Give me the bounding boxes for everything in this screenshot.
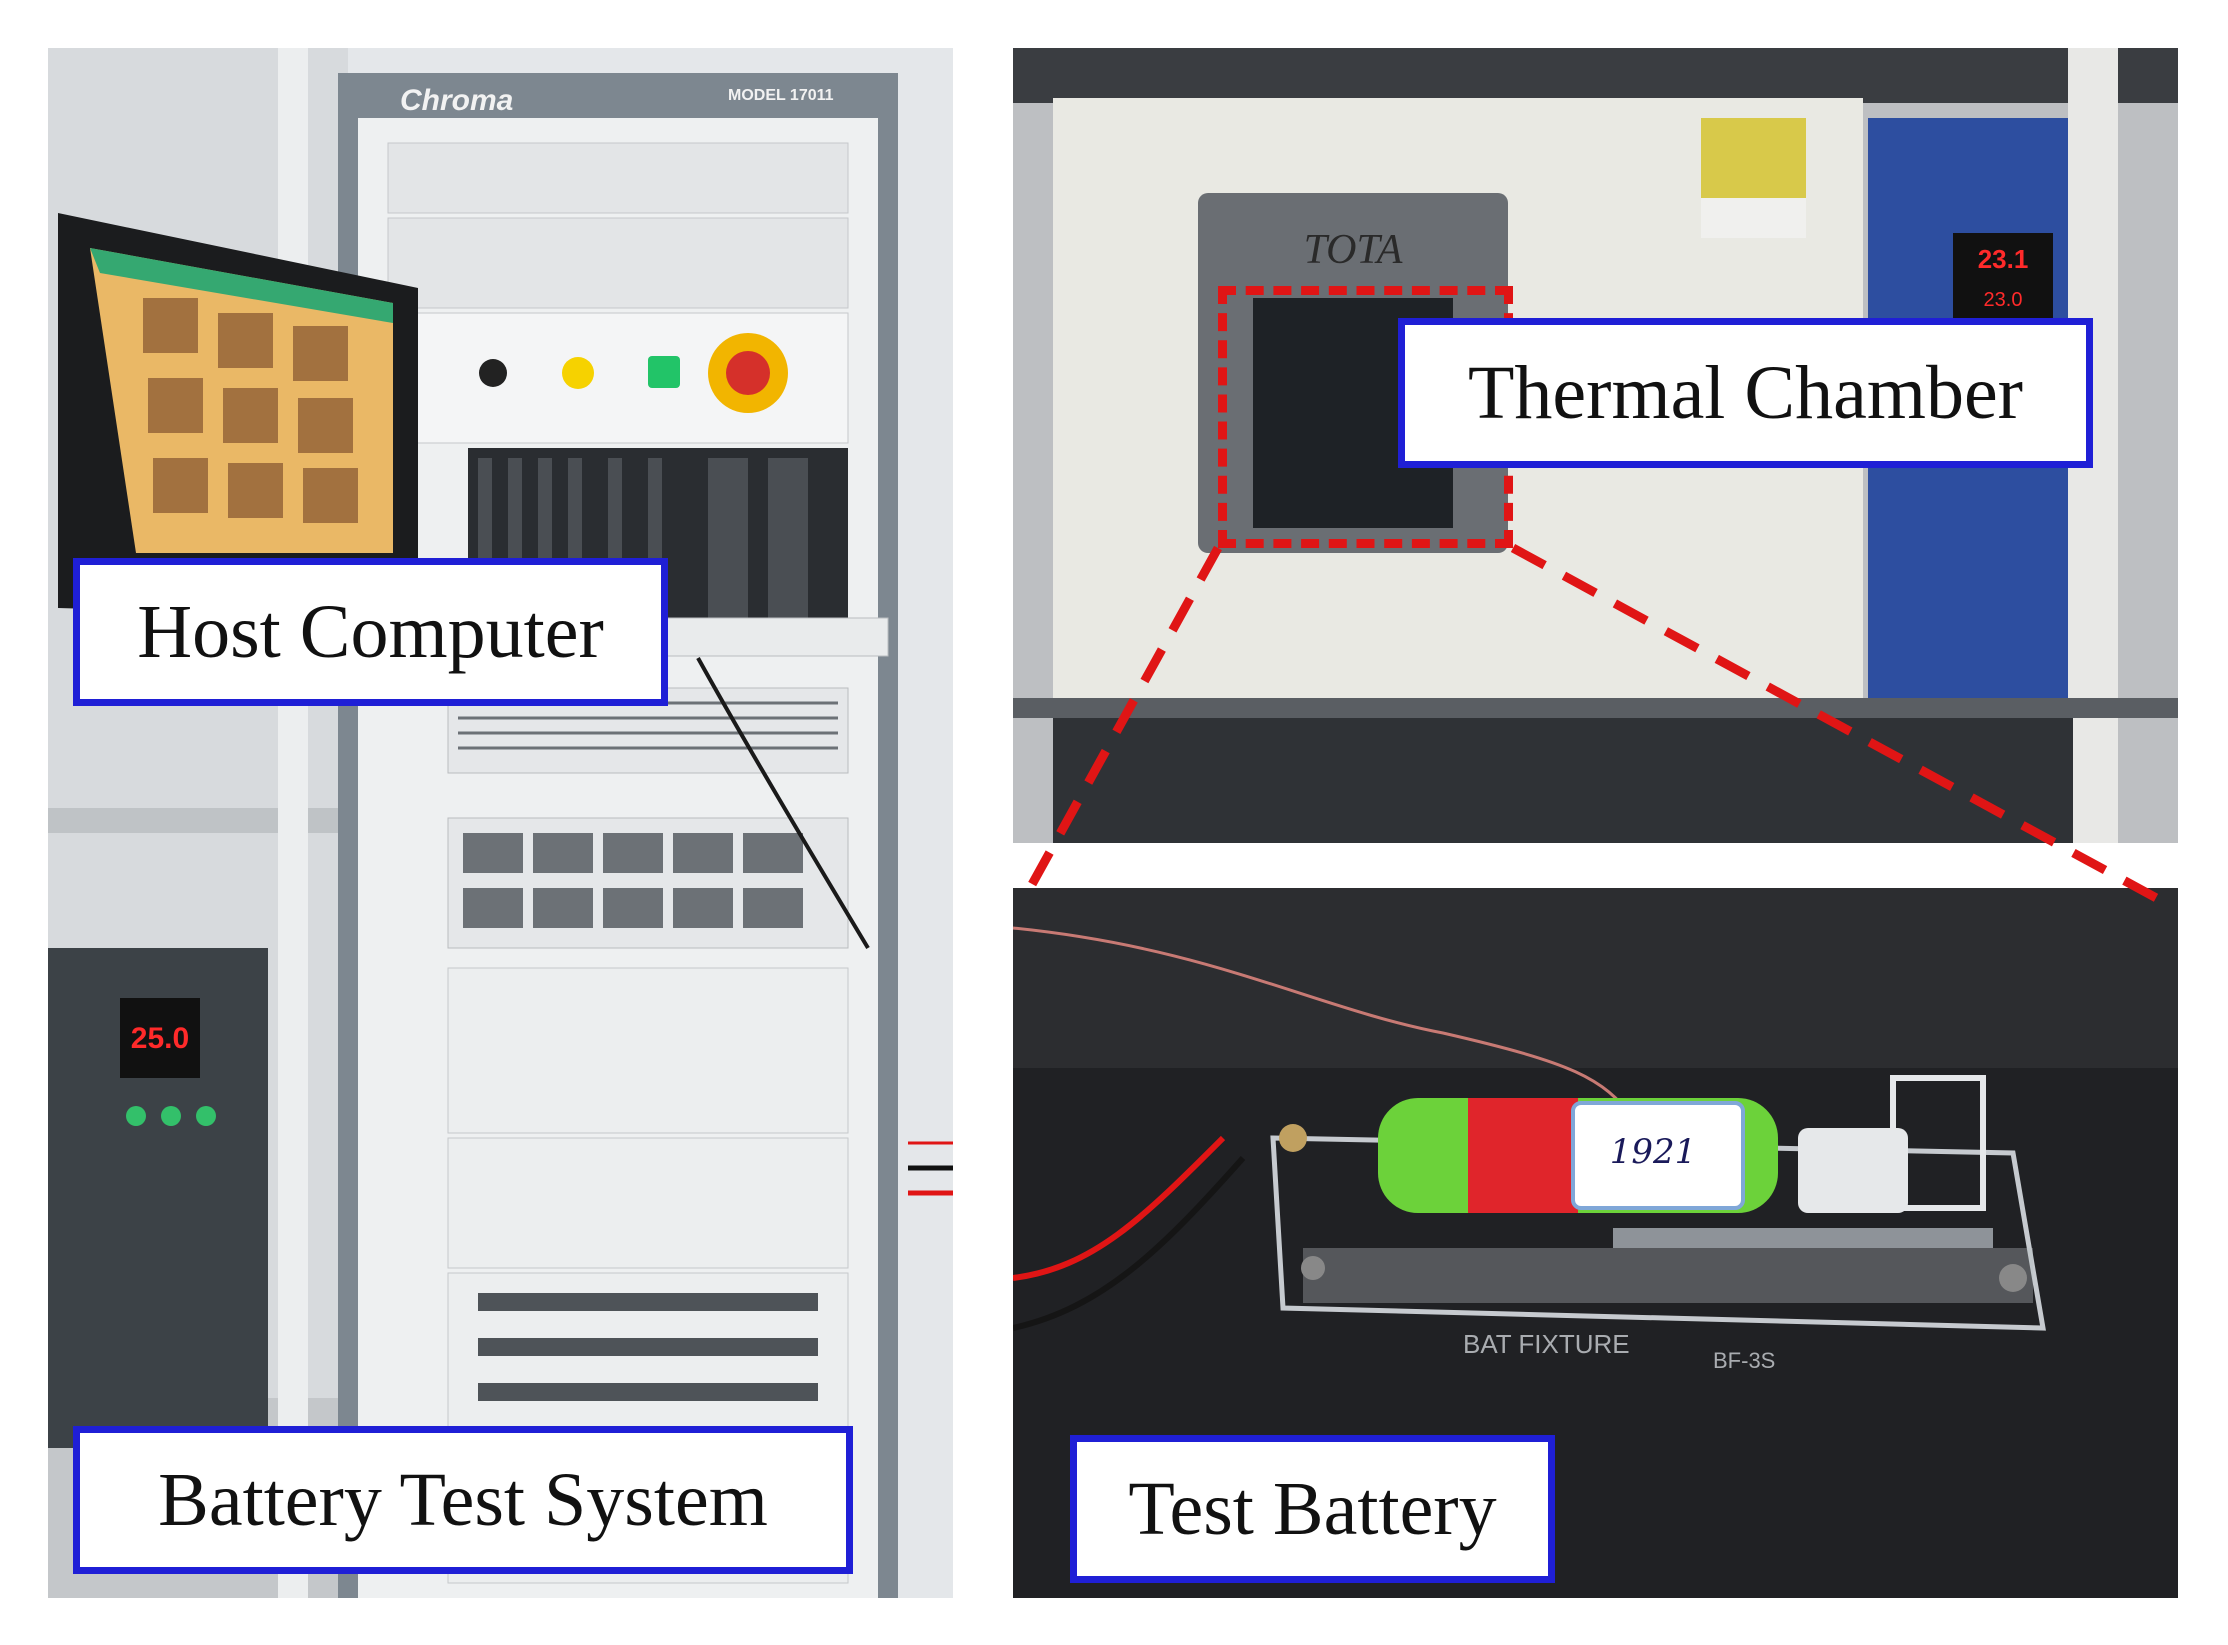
battery-test-system-label: Battery Test System <box>73 1426 853 1574</box>
chamber-brand: TOTA <box>1304 227 1403 273</box>
battery-cell: 1921 <box>1378 1098 1778 1213</box>
thermal-chamber-label: Thermal Chamber <box>1398 318 2093 468</box>
lab-scene-left: 25.0 Chroma MODEL 17011 <box>48 48 953 1598</box>
cabinet-model: MODEL 17011 <box>728 87 834 104</box>
test-battery-label-text: Test Battery <box>1128 1466 1497 1551</box>
test-battery-label: Test Battery <box>1070 1435 1555 1583</box>
chamber-display-top: 23.1 <box>1978 244 2029 274</box>
host-computer-label: Host Computer <box>73 558 668 706</box>
battery-fixture: BAT FIXTURE BF-3S <box>1270 1135 2046 1373</box>
cell-marking: 1921 <box>1610 1132 1697 1172</box>
battery-test-system-label-text: Battery Test System <box>158 1457 768 1542</box>
chamber-display-bottom: 23.0 <box>1984 289 2023 311</box>
fixture-text: BAT FIXTURE <box>1463 1329 1630 1359</box>
host-computer-label-text: Host Computer <box>137 589 604 674</box>
cabinet-brand: Chroma <box>400 84 513 117</box>
thermal-chamber-label-text: Thermal Chamber <box>1467 350 2023 435</box>
test-battery-photo: BAT FIXTURE BF-3S 1921 Test Battery <box>1013 888 2178 1598</box>
host-computer-monitor <box>58 213 418 618</box>
fixture-model: BF-3S <box>1713 1348 1775 1373</box>
battery-test-system-photo: 25.0 Chroma MODEL 17011 <box>48 48 953 1598</box>
controller-display: 25.0 <box>131 1022 189 1055</box>
thermal-chamber-photo: TOTA 23.1 23.0 Thermal Chamber <box>1013 48 2178 843</box>
